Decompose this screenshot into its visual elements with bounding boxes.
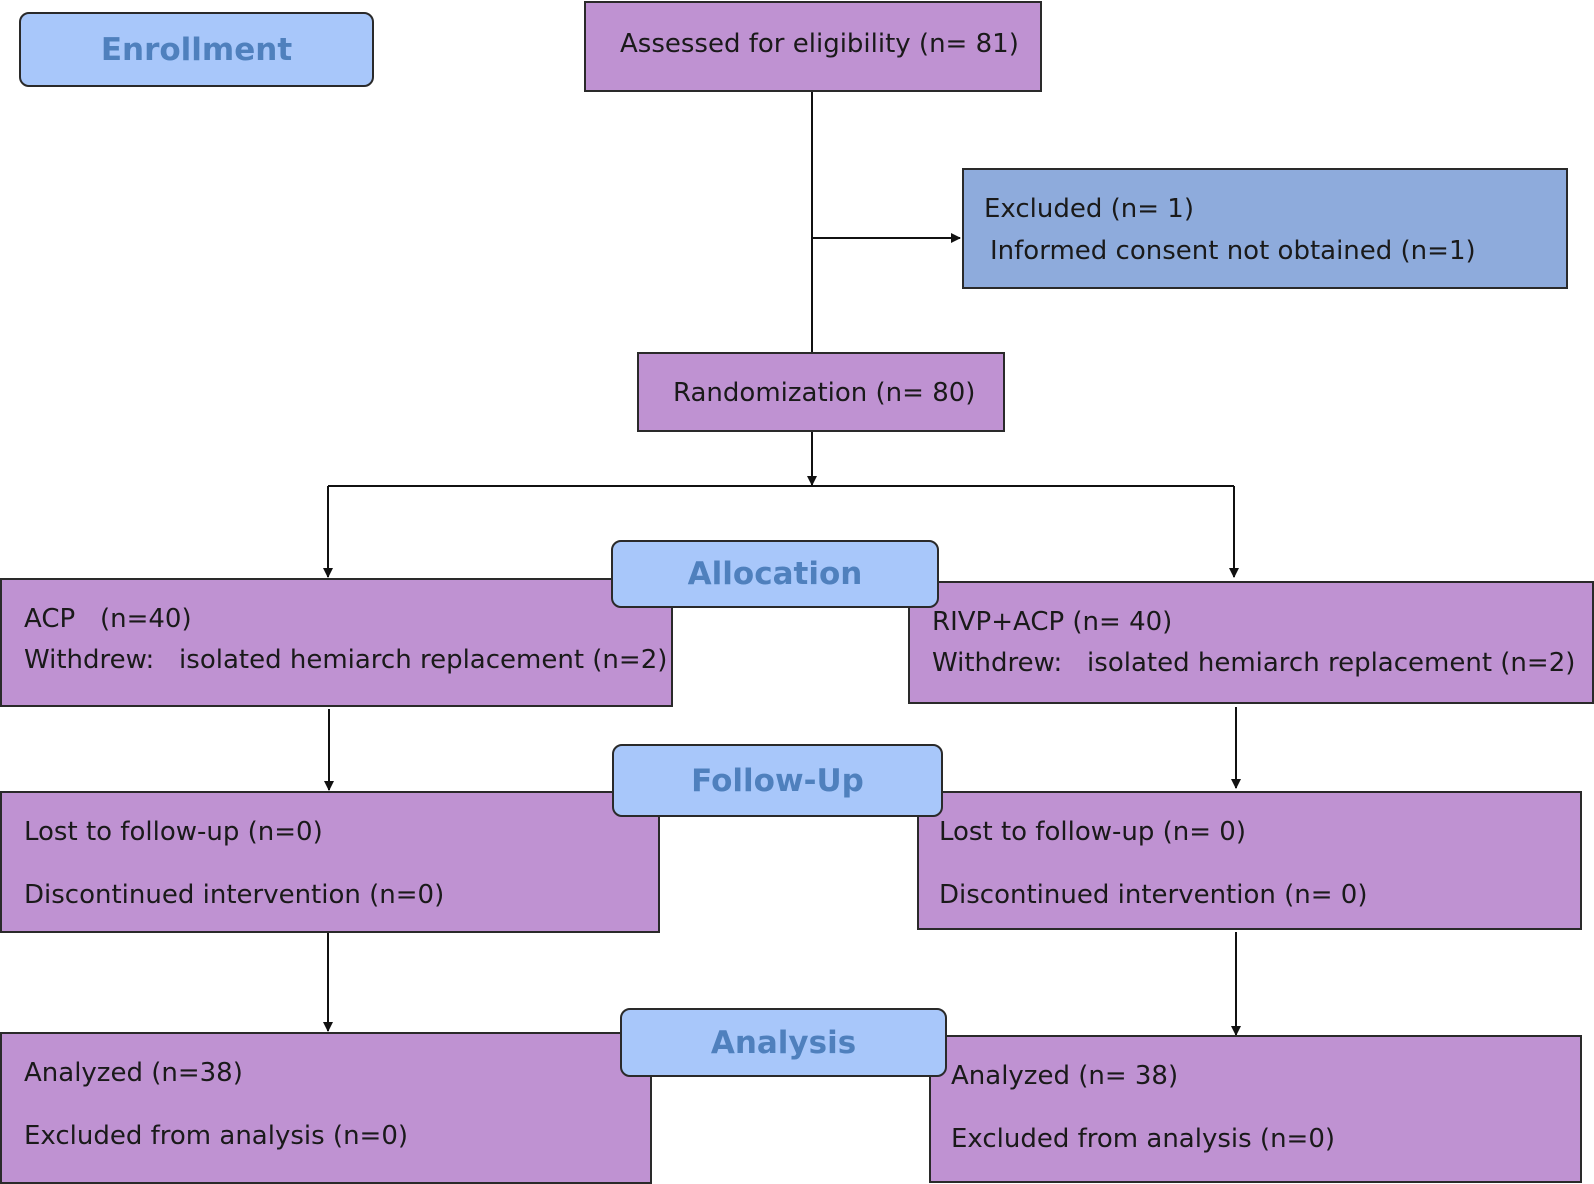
excluded-reason: Informed consent not obtained (n=1) xyxy=(990,236,1476,266)
acp-discontinued: Discontinued intervention (n=0) xyxy=(24,880,445,910)
rivp-allocation-box: RIVP+ACP (n= 40) Withdrew: isolated hemi… xyxy=(908,581,1594,704)
rivp-lost-followup: Lost to follow-up (n= 0) xyxy=(939,817,1246,847)
rivp-allocation-label: RIVP+ACP (n= 40) xyxy=(932,607,1173,637)
allocation-stage-label: Allocation xyxy=(611,540,939,608)
rivp-withdrew: Withdrew: isolated hemiarch replacement … xyxy=(932,648,1576,678)
follow-up-stage-label: Follow-Up xyxy=(612,744,943,817)
acp-analysis-box: Analyzed (n=38) Excluded from analysis (… xyxy=(0,1032,652,1184)
assessed-text: Assessed for eligibility (n= 81) xyxy=(620,29,1019,59)
acp-analyzed: Analyzed (n=38) xyxy=(24,1058,243,1088)
acp-withdrew: Withdrew: isolated hemiarch replacement … xyxy=(24,645,668,675)
excluded-title: Excluded (n= 1) xyxy=(984,194,1194,224)
acp-lost-followup: Lost to follow-up (n=0) xyxy=(24,817,323,847)
enrollment-stage-label: Enrollment xyxy=(19,12,374,87)
randomization-box: Randomization (n= 80) xyxy=(637,352,1005,432)
rivp-followup-box: Lost to follow-up (n= 0) Discontinued in… xyxy=(917,791,1582,930)
acp-excluded-analysis: Excluded from analysis (n=0) xyxy=(24,1121,409,1151)
rivp-analysis-box: Analyzed (n= 38) Excluded from analysis … xyxy=(929,1035,1582,1183)
analysis-stage-label: Analysis xyxy=(620,1008,947,1077)
acp-allocation-box: ACP (n=40) Withdrew: isolated hemiarch r… xyxy=(0,578,673,707)
acp-followup-box: Lost to follow-up (n=0) Discontinued int… xyxy=(0,791,660,933)
randomization-text: Randomization (n= 80) xyxy=(673,378,976,408)
rivp-excluded-analysis: Excluded from analysis (n=0) xyxy=(951,1124,1336,1154)
excluded-box: Excluded (n= 1) Informed consent not obt… xyxy=(962,168,1568,289)
rivp-analyzed: Analyzed (n= 38) xyxy=(951,1061,1179,1091)
assessed-box: Assessed for eligibility (n= 81) xyxy=(584,1,1042,92)
acp-allocation-label: ACP (n=40) xyxy=(24,604,192,634)
rivp-discontinued: Discontinued intervention (n= 0) xyxy=(939,880,1368,910)
